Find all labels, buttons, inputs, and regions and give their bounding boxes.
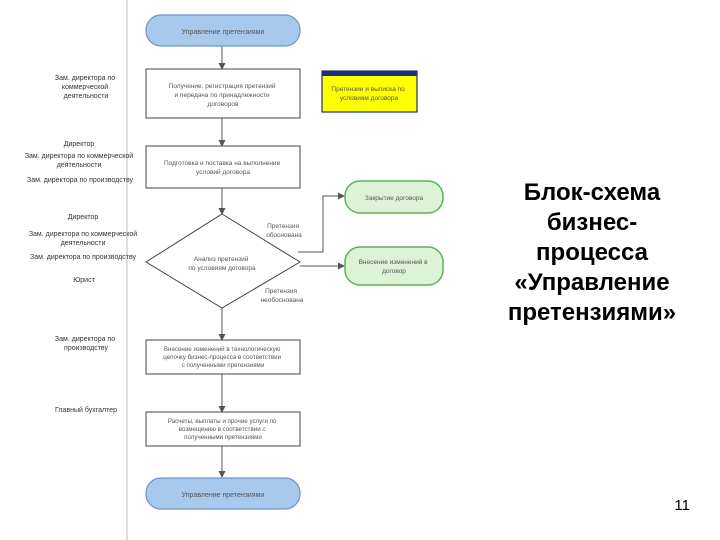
role3-line-2: Зам. директора по коммерческой <box>29 230 137 238</box>
role2-line-3: деятельности <box>57 162 102 169</box>
outcome-change-contract <box>344 246 444 286</box>
title-line-3: процесса <box>536 239 648 266</box>
step4-line-1: Расчеты, выплаты и прочие услуги по <box>168 418 277 425</box>
branch-label-valid: Претензия обоснована <box>266 223 302 239</box>
step1-line-2: и передача по принадлежности <box>175 92 271 99</box>
role-group-3: Директор Зам. директора по коммерческой … <box>29 214 139 284</box>
role4-line-2: производству <box>64 345 108 352</box>
branch-top-line-2: обоснована <box>266 231 302 239</box>
step2-line-1: Подготовка и поставка на выполнение <box>164 160 281 167</box>
decision-line-1: Анализ претензий <box>194 255 249 263</box>
end-terminal <box>145 477 301 510</box>
role-group-4: Зам. директора по производству <box>55 336 117 352</box>
role2-line-4: Зам. директора по производству <box>27 177 134 184</box>
role1-line-2: коммерческой <box>62 83 108 91</box>
role5-line-1: Главный бухгалтер <box>55 406 117 414</box>
slide-title: Блок-схема бизнес- процесса «Управление … <box>486 178 698 328</box>
process-step-changes <box>145 339 301 375</box>
process-step-receive-label: Получение, регистрация претензий и перед… <box>169 82 278 108</box>
role1-line-1: Зам. директора по <box>55 75 115 82</box>
role-group-2: Директор Зам. директора по коммерческой … <box>25 141 135 184</box>
role2-line-2: Зам. директора по коммерческой <box>25 152 133 160</box>
branch-label-invalid: Претензия необоснована <box>261 288 304 304</box>
branch-bottom-line-1: Претензия <box>265 288 297 295</box>
connector-decision-close <box>298 192 345 253</box>
outcome-change-contract-label: Внесение изменений в договор <box>359 258 430 275</box>
decision-line-2: по условиям договора <box>188 265 256 272</box>
out-change-line-2: договор <box>382 268 406 275</box>
process-step-payments-label: Расчеты, выплаты и прочие услуги по возм… <box>168 418 278 441</box>
page-number: 11 <box>674 497 690 514</box>
role3-line-3: деятельности <box>61 240 106 247</box>
start-terminal <box>145 14 301 47</box>
process-step-prepare <box>145 145 301 189</box>
role3-line-1: Директор <box>68 214 99 221</box>
title-line-1: Блок-схема <box>523 179 661 206</box>
outcome-close-contract-label: Закрытие договора <box>365 195 424 202</box>
role4-line-1: Зам. директора по <box>55 336 115 343</box>
process-step-receive <box>145 68 301 119</box>
step4-line-3: полученными претензиями <box>184 434 262 441</box>
role3-line-5: Юрист <box>73 277 95 284</box>
note-box-tab <box>322 71 417 76</box>
role2-line-1: Директор <box>64 141 95 148</box>
title-line-5: претензиями» <box>507 299 677 326</box>
note-line-2: условиям договора <box>340 95 399 102</box>
process-step-changes-label: Внесение изменений в технологическую цеп… <box>163 346 283 369</box>
step3-line-3: с полученными претензиями <box>182 362 265 369</box>
step4-line-2: возмещению в соответствии с <box>179 426 266 433</box>
process-step-prepare-label: Подготовка и поставка на выполнение усло… <box>164 160 282 176</box>
decision-diamond <box>145 213 301 309</box>
step3-line-1: Внесение изменений в технологическую <box>164 346 281 353</box>
role1-line-3: деятельности <box>64 93 109 100</box>
connectors <box>218 46 345 478</box>
note-line-1: Претензии и выписка по <box>331 86 405 93</box>
title-line-4: «Управление <box>514 269 670 296</box>
step1-line-1: Получение, регистрация претензий <box>169 82 276 90</box>
process-step-payments <box>145 411 301 447</box>
outcome-close-contract <box>344 180 444 214</box>
start-terminal-label: Управление претензиями <box>182 29 265 36</box>
role3-line-4: Зам. директора по производству <box>30 254 137 261</box>
branch-bottom-line-2: необоснована <box>261 296 304 304</box>
step3-line-2: цепочку бизнес-процесса в соответствии <box>163 354 281 361</box>
role-group-5: Главный бухгалтер <box>55 406 117 414</box>
step2-line-2: условий договора <box>196 168 250 176</box>
branch-top-line-1: Претензия <box>267 223 299 230</box>
title-line-2: бизнес- <box>546 209 638 236</box>
step1-line-3: договоров <box>208 101 239 108</box>
out-change-line-1: Внесение изменений в <box>359 258 429 266</box>
role-group-1: Зам. директора по коммерческой деятельно… <box>55 75 117 100</box>
end-terminal-label: Управление претензиями <box>182 492 265 499</box>
note-box-label: Претензии и выписка по условиям договора <box>331 86 406 102</box>
decision-label: Анализ претензий по условиям договора <box>188 255 256 272</box>
